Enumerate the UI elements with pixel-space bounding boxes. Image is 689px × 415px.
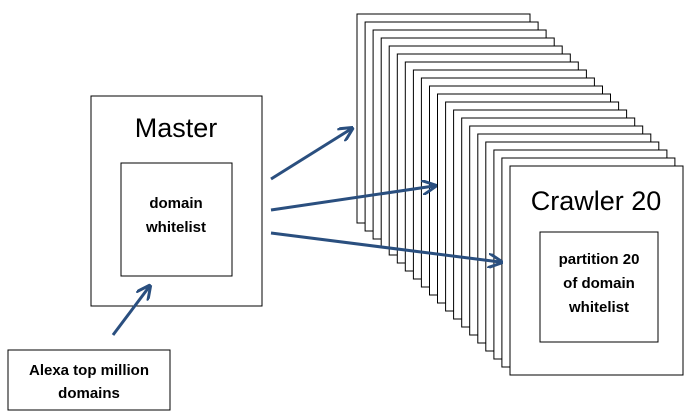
partition-line-2: of domain: [563, 275, 635, 292]
alexa-frame: [7, 349, 171, 411]
arrow-alexa-to-whitelist: [111, 287, 149, 336]
partition-line-1: partition 20: [559, 251, 640, 268]
arrow-master-to-crawler-mid: [270, 186, 434, 212]
crawler-20-box: Crawler 20 partition 20 of domain whitel…: [509, 165, 684, 376]
whitelist-line-1: domain: [149, 195, 202, 212]
crawler-title: Crawler 20: [531, 186, 662, 216]
arrow-master-to-crawler-20: [270, 231, 500, 262]
alexa-source-box: Alexa top million domains: [7, 349, 171, 411]
master-box: Master domain whitelist: [90, 95, 263, 307]
whitelist-box: [120, 162, 233, 277]
partition-line-3: whitelist: [568, 299, 629, 316]
alexa-line-2: domains: [58, 385, 120, 402]
alexa-line-1: Alexa top million: [29, 362, 149, 379]
arrow-master-to-crawler-1: [270, 129, 351, 181]
partition-box: [539, 231, 659, 343]
whitelist-line-2: whitelist: [145, 219, 206, 236]
master-title: Master: [135, 113, 218, 143]
